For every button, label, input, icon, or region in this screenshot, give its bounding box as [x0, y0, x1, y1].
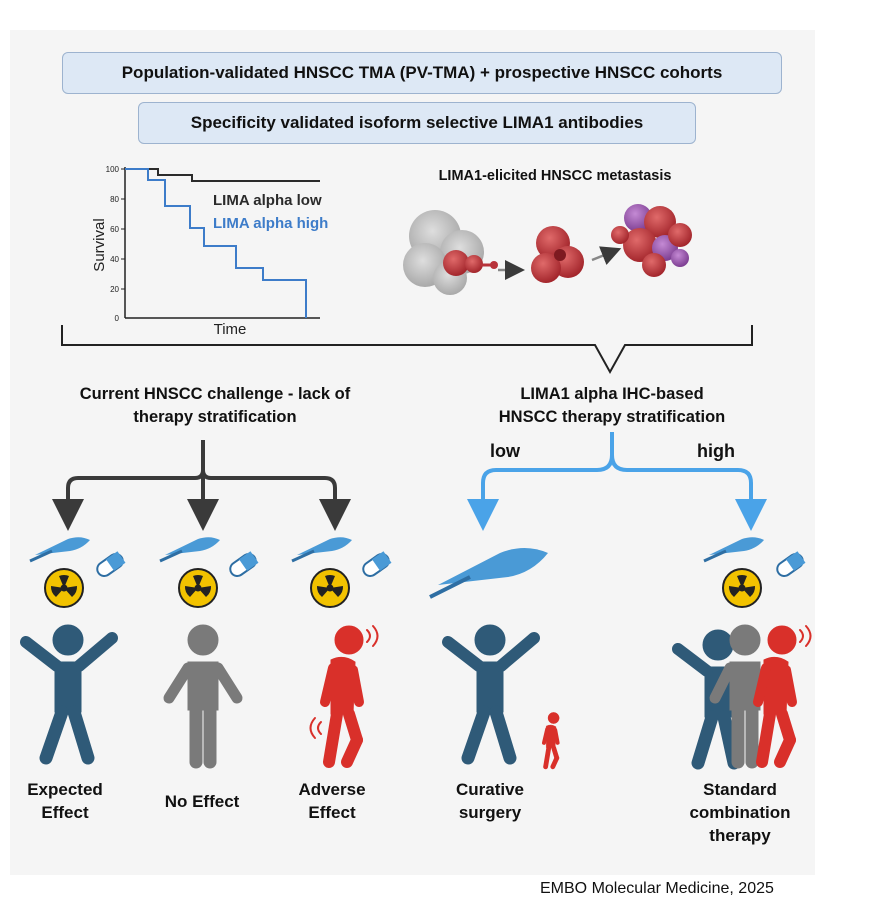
pill-icon	[776, 551, 806, 578]
scalpel-icon	[29, 537, 90, 563]
x-axis-label: Time	[214, 321, 247, 338]
outcome-curative-line1: Curative	[456, 780, 524, 799]
tumor-cell-icon	[403, 210, 498, 295]
y-ticks	[121, 168, 125, 290]
y-tick-80: 80	[110, 195, 119, 204]
person-icon	[309, 625, 379, 768]
low-label: low	[490, 441, 521, 461]
cohorts-box-text: Population-validated HNSCC TMA (PV-TMA) …	[121, 63, 723, 82]
journal-credit: EMBO Molecular Medicine, 2025	[540, 880, 774, 897]
survival-curve-low	[125, 168, 320, 182]
scalpel-icon	[703, 537, 764, 563]
pill-icon	[362, 551, 392, 578]
radiation-icon	[178, 568, 218, 608]
person-icon	[709, 624, 761, 769]
survival-curve-high	[125, 168, 307, 318]
y-tick-60: 60	[110, 225, 119, 234]
legend-low: LIMA alpha low	[213, 192, 322, 209]
antibodies-box: Specificity validated isoform selective …	[138, 102, 696, 144]
scalpel-icon	[291, 537, 352, 563]
outcome-adverse-line2: Effect	[308, 803, 356, 822]
radiation-icon	[722, 568, 762, 608]
survival-plot: 100 80 60 40 20 0 Survival Time LIMA alp…	[91, 165, 328, 338]
y-tick-0: 0	[115, 314, 120, 323]
person-icon	[20, 624, 118, 765]
pill-icon	[229, 551, 259, 578]
right-title-line1: LIMA1 alpha IHC-based	[520, 385, 703, 403]
tumor-cell-icon	[531, 226, 584, 283]
outcome-combination-line3: therapy	[709, 826, 771, 845]
metastasis-arrow-2	[591, 246, 622, 265]
scalpel-icon	[429, 548, 548, 599]
y-tick-labels: 100 80 60 40 20 0	[106, 165, 120, 323]
outcome-curative-line2: surgery	[459, 803, 522, 822]
outcome-adverse-line1: Adverse	[298, 780, 365, 799]
left-title-line2: therapy stratification	[133, 408, 296, 426]
outcome-expected-line2: Effect	[41, 803, 89, 822]
tumor-cell-icon	[611, 204, 692, 277]
right-branch-arrows	[467, 432, 767, 531]
pill-icon	[96, 551, 126, 578]
radiation-icon	[310, 568, 350, 608]
legend-high: LIMA alpha high	[213, 215, 328, 232]
y-tick-100: 100	[106, 165, 120, 174]
left-title-line1: Current HNSCC challenge - lack of	[80, 385, 351, 403]
person-icon	[753, 625, 812, 768]
person-icon	[541, 712, 560, 770]
outcome-combination-line1: Standard	[703, 780, 777, 799]
high-label: high	[697, 441, 735, 461]
y-axis-label: Survival	[91, 218, 108, 271]
figure-panel	[10, 30, 815, 875]
outcome-noeffect-line1: No Effect	[165, 792, 240, 811]
person-icon	[442, 624, 540, 765]
right-title-line2: HNSCC therapy stratification	[499, 408, 725, 426]
antibodies-box-text: Specificity validated isoform selective …	[190, 113, 644, 132]
left-branch-arrows	[52, 440, 351, 531]
outcome-combination-line2: combination	[689, 803, 790, 822]
y-tick-20: 20	[110, 285, 119, 294]
bracket	[61, 325, 753, 375]
metastasis-title: LIMA1-elicited HNSCC metastasis	[439, 168, 672, 184]
y-tick-40: 40	[110, 255, 119, 264]
person-icon	[672, 629, 741, 770]
radiation-icon	[44, 568, 84, 608]
scalpel-icon	[159, 537, 220, 563]
person-icon	[163, 624, 243, 769]
cohorts-box: Population-validated HNSCC TMA (PV-TMA) …	[62, 52, 782, 94]
outcome-expected-line1: Expected	[27, 780, 103, 799]
